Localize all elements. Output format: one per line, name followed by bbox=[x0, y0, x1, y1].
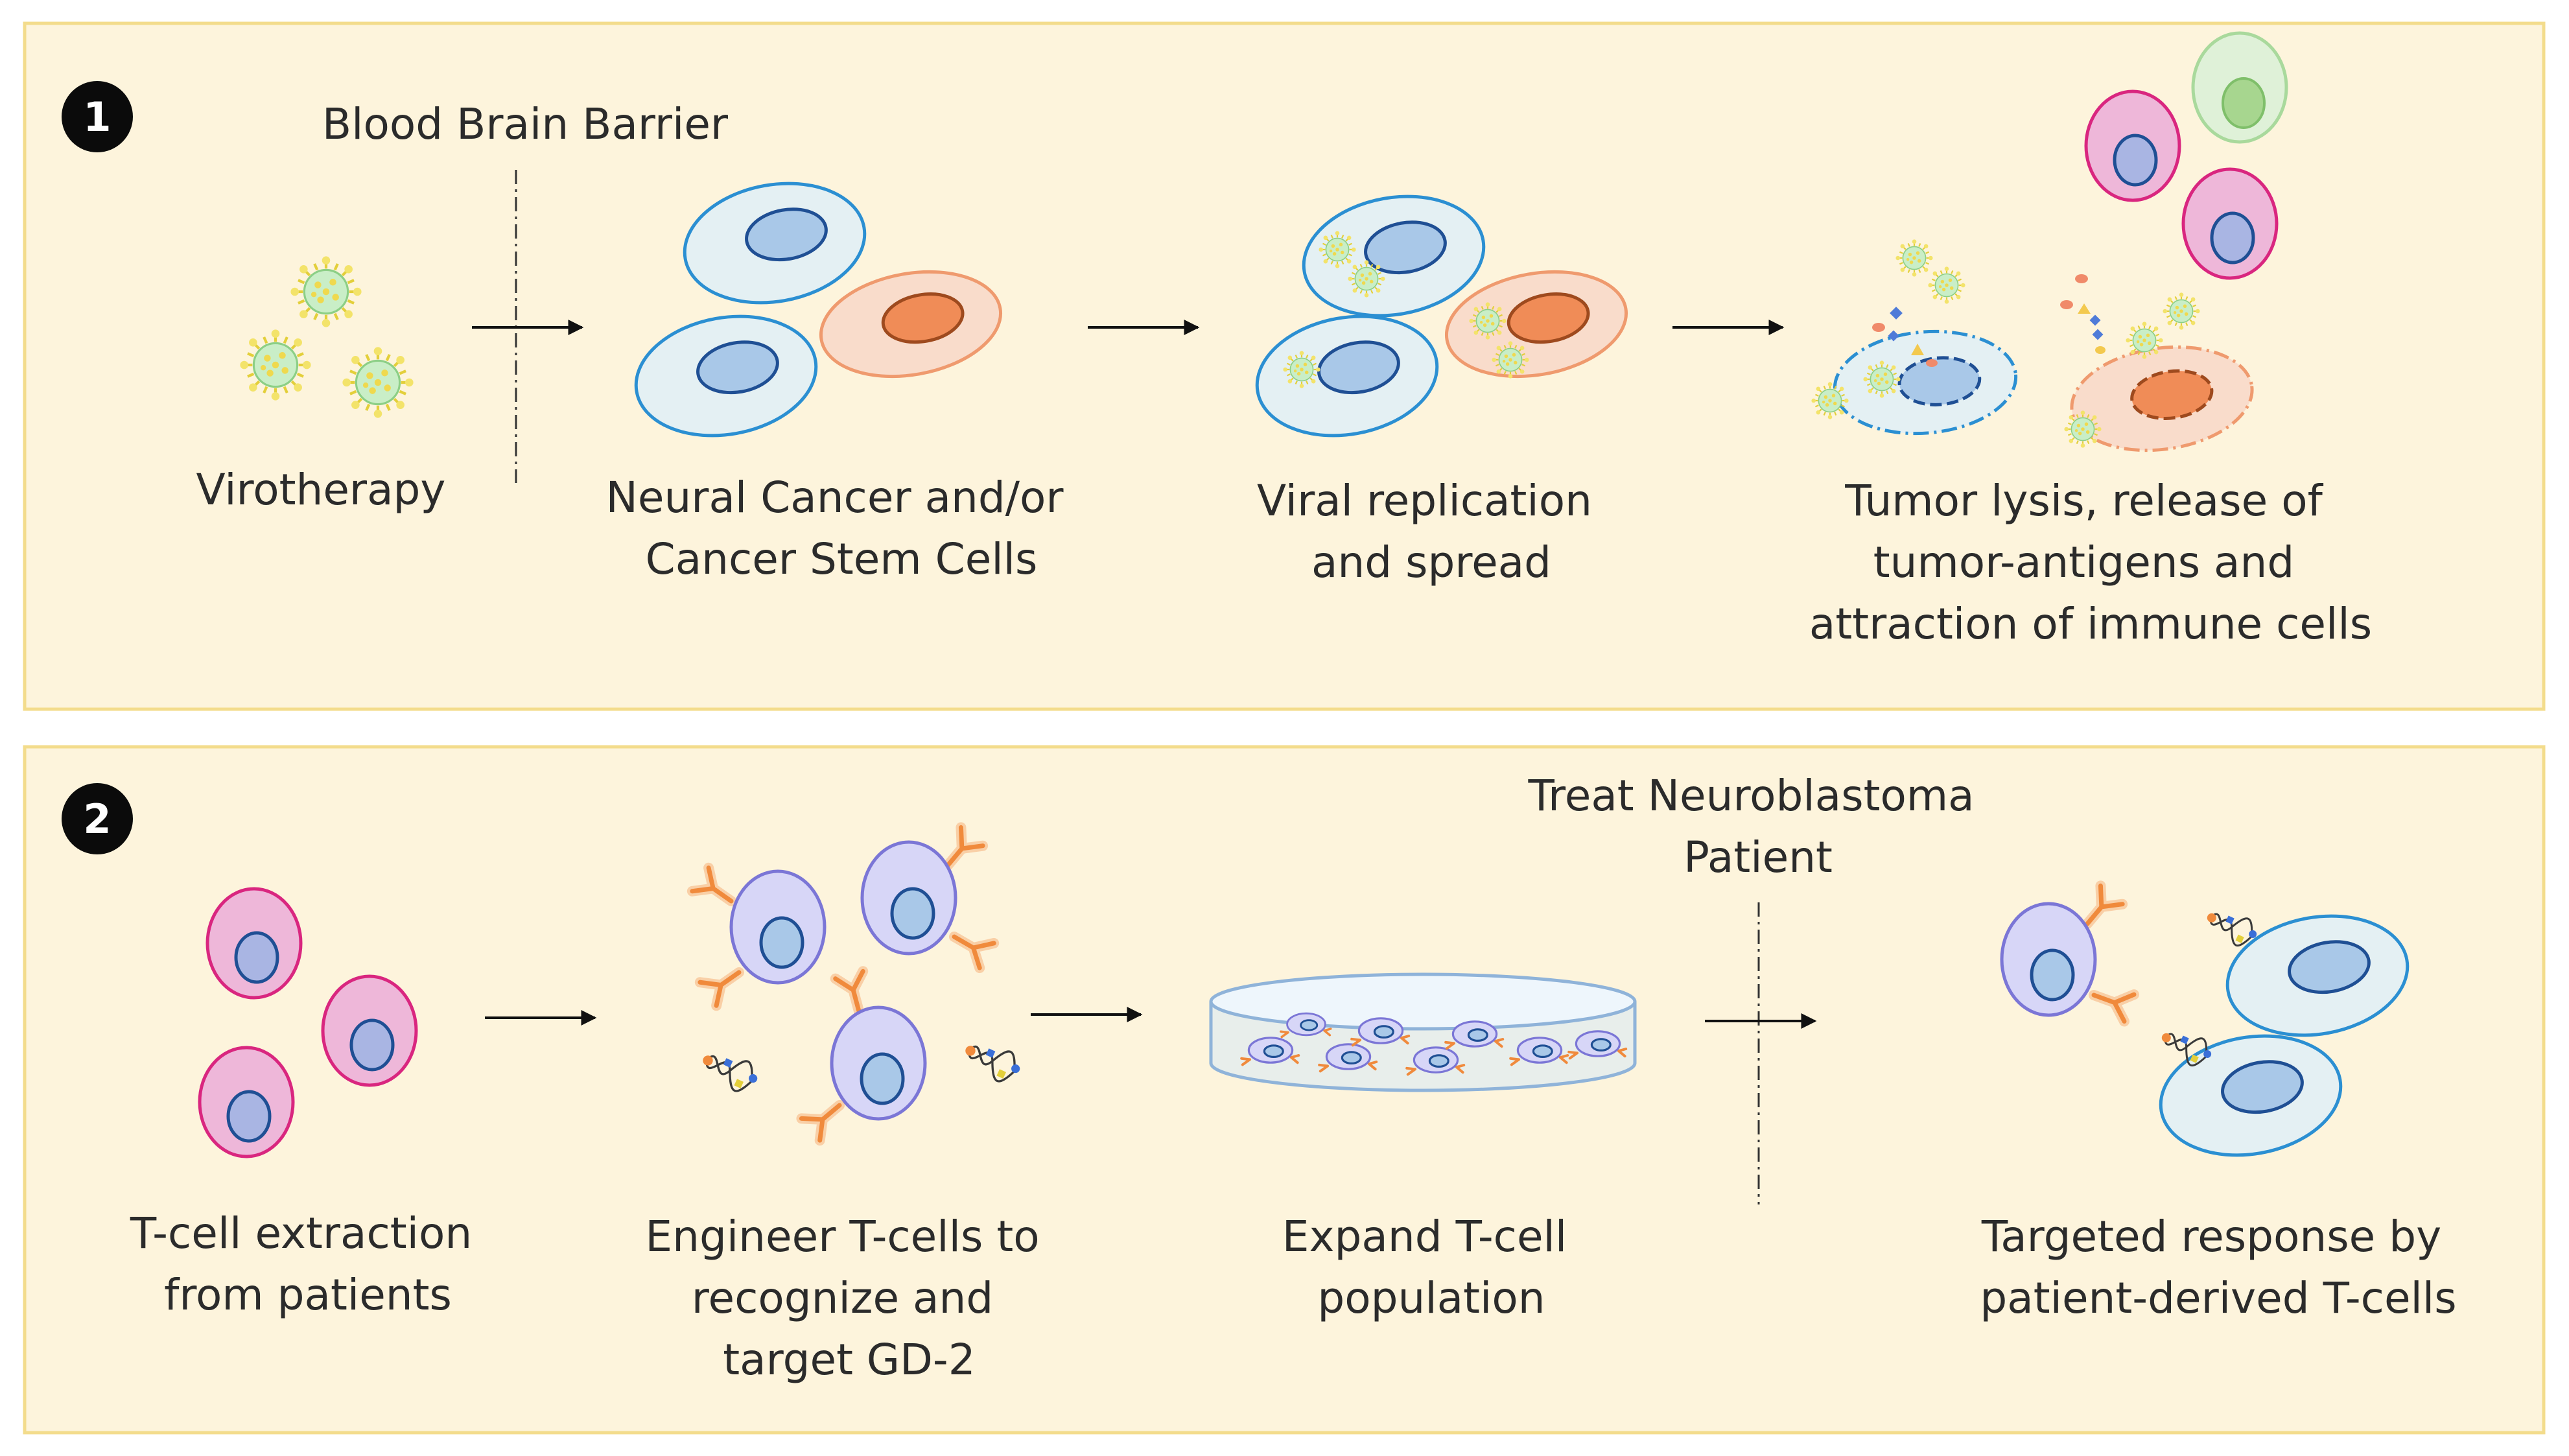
t-cell-icon bbox=[2086, 91, 2179, 200]
panel-2-box bbox=[23, 745, 2546, 1435]
virus-icon bbox=[1811, 381, 1849, 420]
t-cell-icon bbox=[200, 1048, 293, 1157]
t-cell-icon bbox=[323, 976, 416, 1085]
lysed-stem-cell-icon bbox=[2070, 345, 2254, 452]
virus-icon bbox=[2063, 410, 2102, 449]
virus-icon bbox=[290, 256, 361, 327]
panel-2-number: 2 bbox=[83, 795, 111, 843]
step-label-neural-cancer: Neural Cancer and/or Cancer Stem Cells bbox=[606, 473, 1077, 584]
virus-icon bbox=[1468, 301, 1507, 340]
tumor-antigen-icon bbox=[1872, 274, 2106, 367]
lysed-cancer-cell-icon bbox=[1833, 329, 2018, 436]
virus-icon bbox=[2162, 292, 2201, 331]
virus-icon bbox=[1862, 360, 1901, 399]
immune-cell-icon bbox=[2191, 31, 2288, 144]
virus-icon bbox=[342, 347, 413, 417]
virus-icon bbox=[1895, 239, 1934, 277]
virus-icon bbox=[1491, 340, 1530, 379]
step-label-tumor-lysis: Tumor lysis, release of tumor-antigens a… bbox=[1809, 476, 2372, 649]
petri-dish-icon bbox=[1209, 972, 1637, 1092]
t-cell-icon bbox=[207, 889, 301, 998]
blood-brain-barrier-label: Blood Brain Barrier bbox=[322, 99, 729, 149]
virus-icon bbox=[1347, 259, 1386, 298]
step-label-t-cell-extraction: T-cell extraction from patients bbox=[130, 1208, 486, 1320]
virus-icon bbox=[1927, 266, 1966, 305]
panel-2-badge bbox=[62, 783, 133, 854]
step-label-engineer-t-cells: Engineer T-cells to recognize and target… bbox=[645, 1212, 1053, 1385]
step-label-expand-t-cells: Expand T-cell population bbox=[1282, 1212, 1580, 1323]
panel-1-badge bbox=[62, 81, 133, 152]
virus-icon bbox=[240, 329, 311, 400]
virus-icon bbox=[1282, 350, 1321, 389]
panel-1-number: 1 bbox=[83, 93, 111, 141]
t-cell-icon bbox=[2183, 169, 2277, 278]
treat-neuroblastoma-label: Treat Neuroblastoma Patient bbox=[1527, 771, 1988, 882]
step-label-virotherapy: Virotherapy bbox=[196, 465, 446, 515]
virus-icon bbox=[1318, 230, 1357, 269]
step-label-targeted-response: Targeted response by patient-derived T-c… bbox=[1980, 1212, 2456, 1323]
step-label-viral-replication: Viral replication and spread bbox=[1257, 476, 1606, 587]
virus-icon bbox=[2125, 321, 2164, 360]
